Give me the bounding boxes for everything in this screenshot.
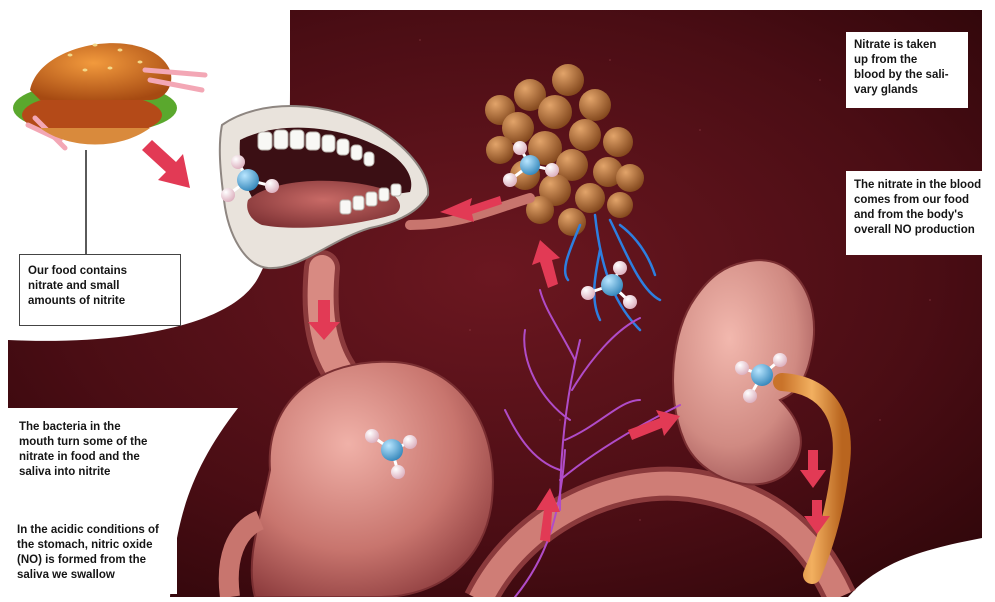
callout-blood-nitrate-source: The nitrate in the blood comes from our … bbox=[846, 171, 992, 255]
callout-salivary-uptake: Nitrate is taken up from the blood by th… bbox=[846, 32, 968, 108]
callout-mouth-bacteria: The bacteria in the mouth turn some of t… bbox=[11, 414, 176, 488]
burger bbox=[13, 43, 205, 148]
callout-food-contains-nitrate: Our food contains nitrate and small amou… bbox=[19, 254, 181, 326]
arrow-food-to-mouth bbox=[142, 140, 190, 188]
callout-stomach-no-formation: In the acidic conditions of the stomach,… bbox=[9, 518, 177, 594]
